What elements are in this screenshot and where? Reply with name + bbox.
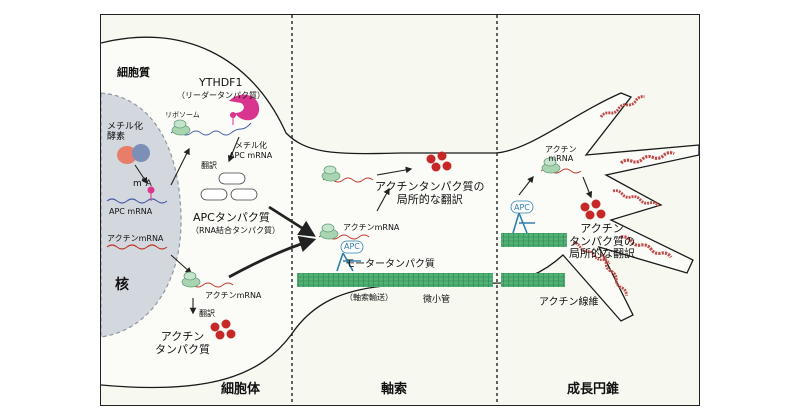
- label-ribosome: リボソーム: [165, 111, 200, 119]
- motor-protein-axon: [336, 252, 361, 272]
- label-nucleus: 核: [115, 277, 129, 293]
- label-ythdf1: YTHDF1: [199, 76, 243, 89]
- methylase-a: [117, 146, 137, 164]
- label-methylated: メチル化: [235, 141, 267, 150]
- label-cytoplasm: 細胞質: [117, 66, 150, 79]
- actin-mrna-nucleus: [106, 244, 168, 250]
- apc-protein-3: [230, 188, 258, 201]
- methylase-b: [132, 144, 150, 162]
- apc-mrna-nucleus: [106, 198, 168, 204]
- apc-protein-2: [200, 188, 228, 201]
- label-actin-mrna-soma: アクチンmRNA: [205, 291, 262, 300]
- microtubule-cone: [501, 233, 567, 247]
- label-microtubule: 微小管: [423, 295, 451, 305]
- ythdf1-protein: [229, 94, 260, 121]
- label-methylated-apc: APC mRNA: [229, 151, 273, 160]
- label-m6a: m6A: [133, 177, 152, 189]
- label-apc-protein: APCタンパク質: [193, 211, 270, 224]
- m6a-mark: [147, 186, 155, 194]
- apc-cone-box: [510, 200, 534, 214]
- label-local-translation-axon: アクチンタンパク質の局所的な翻訳: [375, 180, 485, 206]
- microtubule-cone-2: [501, 273, 565, 287]
- label-actin-filament: アクチン線維: [539, 297, 599, 308]
- label-translation-bottom: 翻訳: [199, 309, 215, 318]
- label-actin-mrna-nucleus: アクチンmRNA: [107, 234, 164, 243]
- section-growth-cone: 成長円錐: [567, 382, 620, 397]
- section-axon: 軸索: [381, 382, 408, 397]
- section-soma: 細胞体: [221, 382, 261, 397]
- apc-axon-box: [340, 240, 364, 254]
- microtubule-axon: [297, 273, 493, 287]
- label-apc-mrna-nucleus: APC mRNA: [109, 207, 153, 216]
- apc-protein-1: [218, 172, 246, 185]
- label-actin-protein-soma: アクチンタンパク質: [155, 330, 210, 356]
- label-local-translation-cone: アクチンタンパク質の局所的な翻訳: [569, 222, 635, 261]
- cell-membrane: [101, 36, 699, 389]
- neuron-illustration: [101, 15, 699, 405]
- label-axonal-transport: （軸索輸送）: [345, 293, 393, 302]
- label-motor-protein: モータータンパク質: [345, 259, 435, 270]
- label-translation-top: 翻訳: [201, 161, 217, 170]
- label-ythdf1-sub: （リーダータンパク質）: [177, 91, 265, 100]
- label-apc-protein-sub: （RNA結合タンパク質）: [191, 226, 281, 235]
- label-apc-axon: APC: [344, 242, 360, 251]
- label-actin-mrna-axon: アクチンmRNA: [343, 223, 400, 232]
- label-apc-cone: APC: [514, 203, 530, 212]
- motor-protein-cone: [512, 212, 535, 234]
- diagram-frame: 細胞質 核 メチル化 酵素 m6A APC mRNA アクチンmRNA リボソー…: [100, 14, 700, 406]
- label-methylase: メチル化 酵素: [107, 122, 144, 143]
